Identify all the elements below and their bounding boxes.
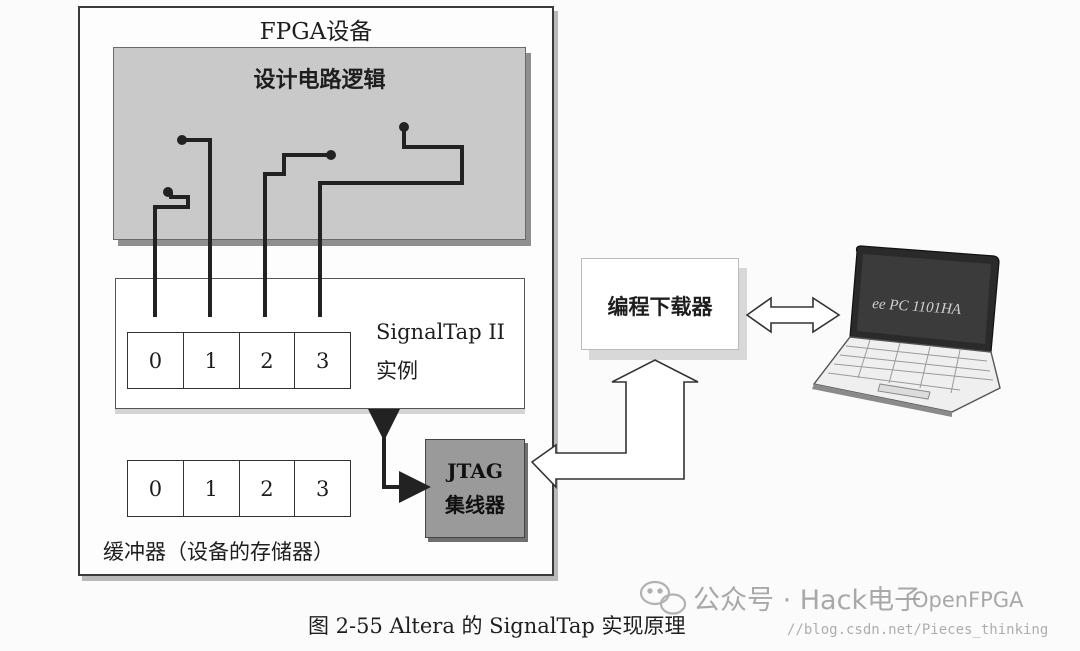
register-cell: 1 [184, 333, 240, 388]
buffer-cell: 2 [240, 461, 296, 516]
probe-dot [399, 122, 409, 132]
buffer-cell: 0 [128, 461, 184, 516]
probe-endpoints [163, 122, 409, 197]
probe-dot [163, 187, 173, 197]
programmer-box [581, 258, 739, 350]
design-logic-title: 设计电路逻辑 [253, 67, 386, 93]
probe-wires [153, 128, 464, 317]
double-arrow-icon [745, 296, 841, 334]
jtag-hub-sublabel: 集线器 [445, 493, 505, 517]
wechat-icon [639, 580, 687, 615]
fpga-device-title: FPGA设备 [259, 19, 373, 45]
probe-wire-0 [153, 192, 190, 317]
buffer-cell: 1 [184, 461, 240, 516]
laptop-screen-text: ee PC 1101HA [872, 296, 963, 318]
laptop-icon: ee PC 1101HA [812, 245, 1001, 417]
probe-wire-1 [185, 138, 212, 317]
register-cell: 2 [240, 333, 296, 388]
signaltap-instance-label: SignalTap II [376, 320, 505, 344]
programmer-label: 编程下载器 [607, 294, 713, 319]
probe-wire-3 [318, 128, 464, 317]
probe-dot [177, 135, 187, 145]
probe-dot [326, 150, 336, 160]
buffer-cell: 3 [315, 476, 330, 501]
buffer-cells: 0 1 2 3 [127, 460, 351, 517]
buffer-label: 缓冲器（设备的存储器） [103, 540, 334, 564]
register-cell: 3 [315, 348, 330, 373]
watermark-account: 公众号 · Hack电子 [693, 585, 922, 616]
probe-wire-2 [263, 153, 330, 317]
watermark-url: //blog.csdn.net/Pieces_thinking [787, 622, 1049, 638]
jtag-programmer-arrow [530, 359, 699, 489]
figure-caption: 图 2-55 Altera 的 SignalTap 实现原理 [308, 614, 686, 638]
watermark-openfpga: OpenFPGA [912, 588, 1024, 612]
signaltap-register-cells: 0 1 2 3 [127, 332, 351, 389]
jtag-hub-label: JTAG [447, 459, 503, 483]
instance-jtag-link [368, 409, 431, 503]
register-cell: 0 [128, 333, 184, 388]
signaltap-instance-sublabel: 实例 [376, 359, 418, 383]
